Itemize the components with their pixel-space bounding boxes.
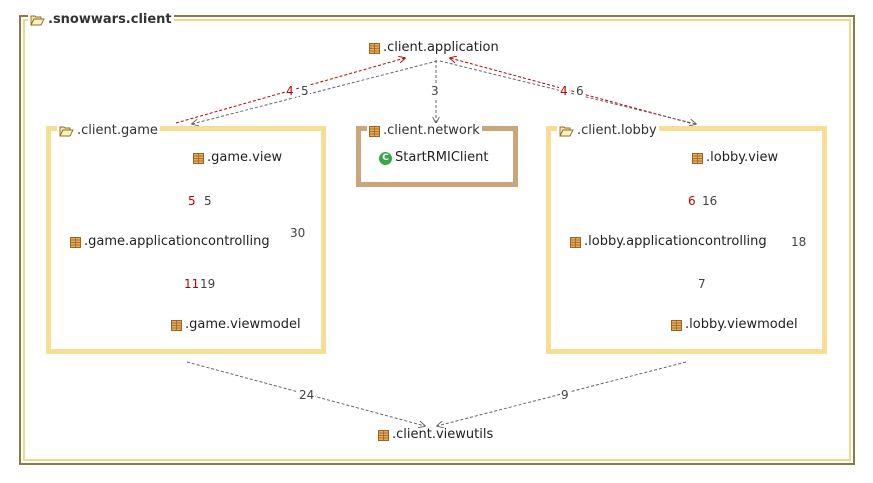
dependency-edge — [437, 361, 687, 426]
root-package-title[interactable]: .snowwars.client — [28, 12, 174, 28]
package-icon — [692, 152, 703, 164]
edge-count: 3 — [430, 84, 440, 98]
edge-count: 5 — [300, 84, 310, 98]
edge-count: 4 — [285, 84, 295, 98]
package-icon — [369, 42, 380, 54]
edge-count: 11 — [183, 277, 201, 291]
node-lobby-viewmodel[interactable]: .lobby.viewmodel — [671, 317, 798, 333]
edge-count: 6 — [575, 84, 585, 98]
edge-count: 4 — [559, 84, 569, 98]
node-client-application[interactable]: .client.application — [369, 40, 499, 56]
edge-count: 5 — [203, 194, 213, 208]
root-package-label: .snowwars.client — [48, 12, 172, 27]
client-lobby-label: .client.lobby — [577, 123, 657, 138]
game-view-label: .game.view — [207, 150, 283, 165]
folder-open-icon — [59, 125, 74, 137]
node-game-applicationcontrolling[interactable]: .game.applicationcontrolling — [70, 234, 270, 250]
package-icon — [369, 125, 380, 137]
node-game-viewmodel[interactable]: .game.viewmodel — [171, 317, 301, 333]
client-application-label: .client.application — [383, 40, 499, 55]
package-icon — [671, 319, 682, 331]
edge-count: 5 — [187, 194, 197, 208]
edge-count: 9 — [560, 388, 570, 402]
node-lobby-applicationcontrolling[interactable]: .lobby.applicationcontrolling — [570, 234, 767, 250]
package-icon — [70, 236, 81, 248]
edge-count: 24 — [298, 388, 316, 402]
node-lobby-view[interactable]: .lobby.view — [692, 150, 778, 166]
edge-count: 6 — [687, 194, 697, 208]
client-network-label: .client.network — [383, 123, 480, 138]
edge-count: 18 — [790, 235, 808, 249]
dependency-edge — [186, 361, 425, 426]
node-client-viewutils[interactable]: .client.viewutils — [378, 427, 493, 443]
class-icon: C — [379, 151, 392, 165]
root-package-frame-inner — [23, 19, 851, 461]
package-icon — [378, 429, 389, 441]
lobby-applicationcontrolling-label: .lobby.applicationcontrolling — [584, 234, 767, 249]
package-client-lobby — [546, 126, 827, 354]
client-game-title[interactable]: .client.game — [57, 123, 160, 139]
package-client-game — [46, 126, 326, 354]
edge-count: 19 — [199, 277, 217, 291]
package-icon — [570, 236, 581, 248]
folder-open-icon — [30, 14, 45, 26]
folder-open-icon — [559, 125, 574, 137]
client-game-label: .client.game — [77, 123, 158, 138]
client-network-title[interactable]: .client.network — [367, 123, 482, 139]
client-lobby-title[interactable]: .client.lobby — [557, 123, 659, 139]
edge-count: 16 — [701, 194, 719, 208]
edge-count: 30 — [289, 226, 307, 240]
dependency-edge — [192, 60, 438, 124]
game-applicationcontrolling-label: .game.applicationcontrolling — [84, 234, 270, 249]
node-game-view[interactable]: .game.view — [193, 150, 282, 166]
package-icon — [193, 152, 204, 164]
root-package-frame — [19, 15, 855, 465]
edge-count: 7 — [697, 277, 707, 291]
package-icon — [171, 319, 182, 331]
lobby-viewmodel-label: .lobby.viewmodel — [685, 317, 798, 332]
class-startrmiclient[interactable]: C StartRMIClient — [379, 150, 488, 166]
client-viewutils-label: .client.viewutils — [392, 427, 494, 442]
lobby-view-label: .lobby.view — [706, 150, 779, 165]
game-viewmodel-label: .game.viewmodel — [185, 317, 301, 332]
startrmiclient-label: StartRMIClient — [395, 150, 489, 165]
